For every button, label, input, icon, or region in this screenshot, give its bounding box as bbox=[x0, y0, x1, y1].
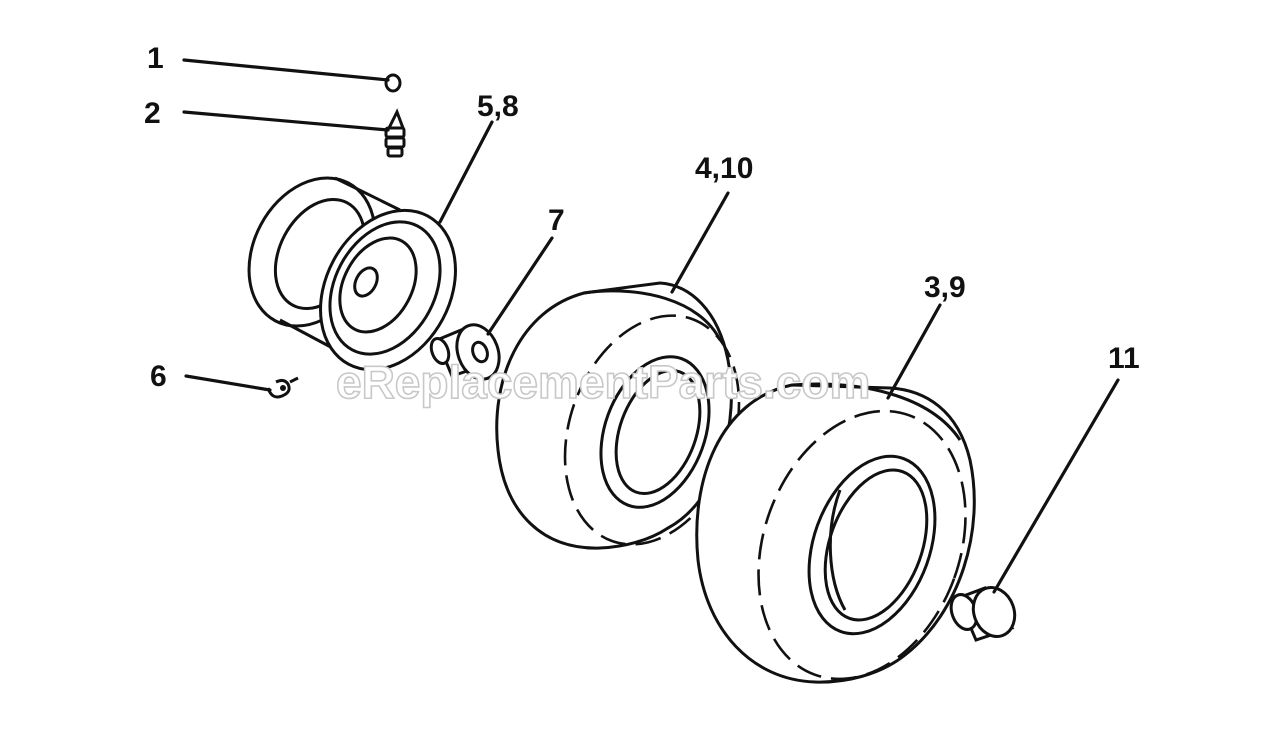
part-4-10-tire[interactable] bbox=[495, 281, 770, 569]
callout-5-8: 5,8 bbox=[477, 90, 519, 123]
leader-lines bbox=[182, 58, 1120, 594]
part-5-8-rim[interactable] bbox=[224, 156, 482, 393]
part-6-clip[interactable] bbox=[266, 376, 299, 399]
callout-11: 11 bbox=[1108, 342, 1140, 375]
part-7-bushing[interactable] bbox=[428, 319, 506, 385]
part-11-hubcap[interactable] bbox=[947, 582, 1022, 643]
callout-6: 6 bbox=[150, 360, 167, 393]
callout-1: 1 bbox=[147, 42, 164, 75]
part-2-fitting[interactable] bbox=[384, 108, 406, 158]
part-3-9-tire[interactable] bbox=[695, 382, 1002, 708]
part-1-nut[interactable] bbox=[384, 73, 402, 93]
callout-4-10: 4,10 bbox=[695, 152, 753, 185]
callout-3-9: 3,9 bbox=[924, 271, 966, 304]
callout-2: 2 bbox=[144, 97, 161, 130]
callout-7: 7 bbox=[548, 204, 565, 237]
watermark-text: eReplacementParts.com bbox=[336, 356, 870, 408]
